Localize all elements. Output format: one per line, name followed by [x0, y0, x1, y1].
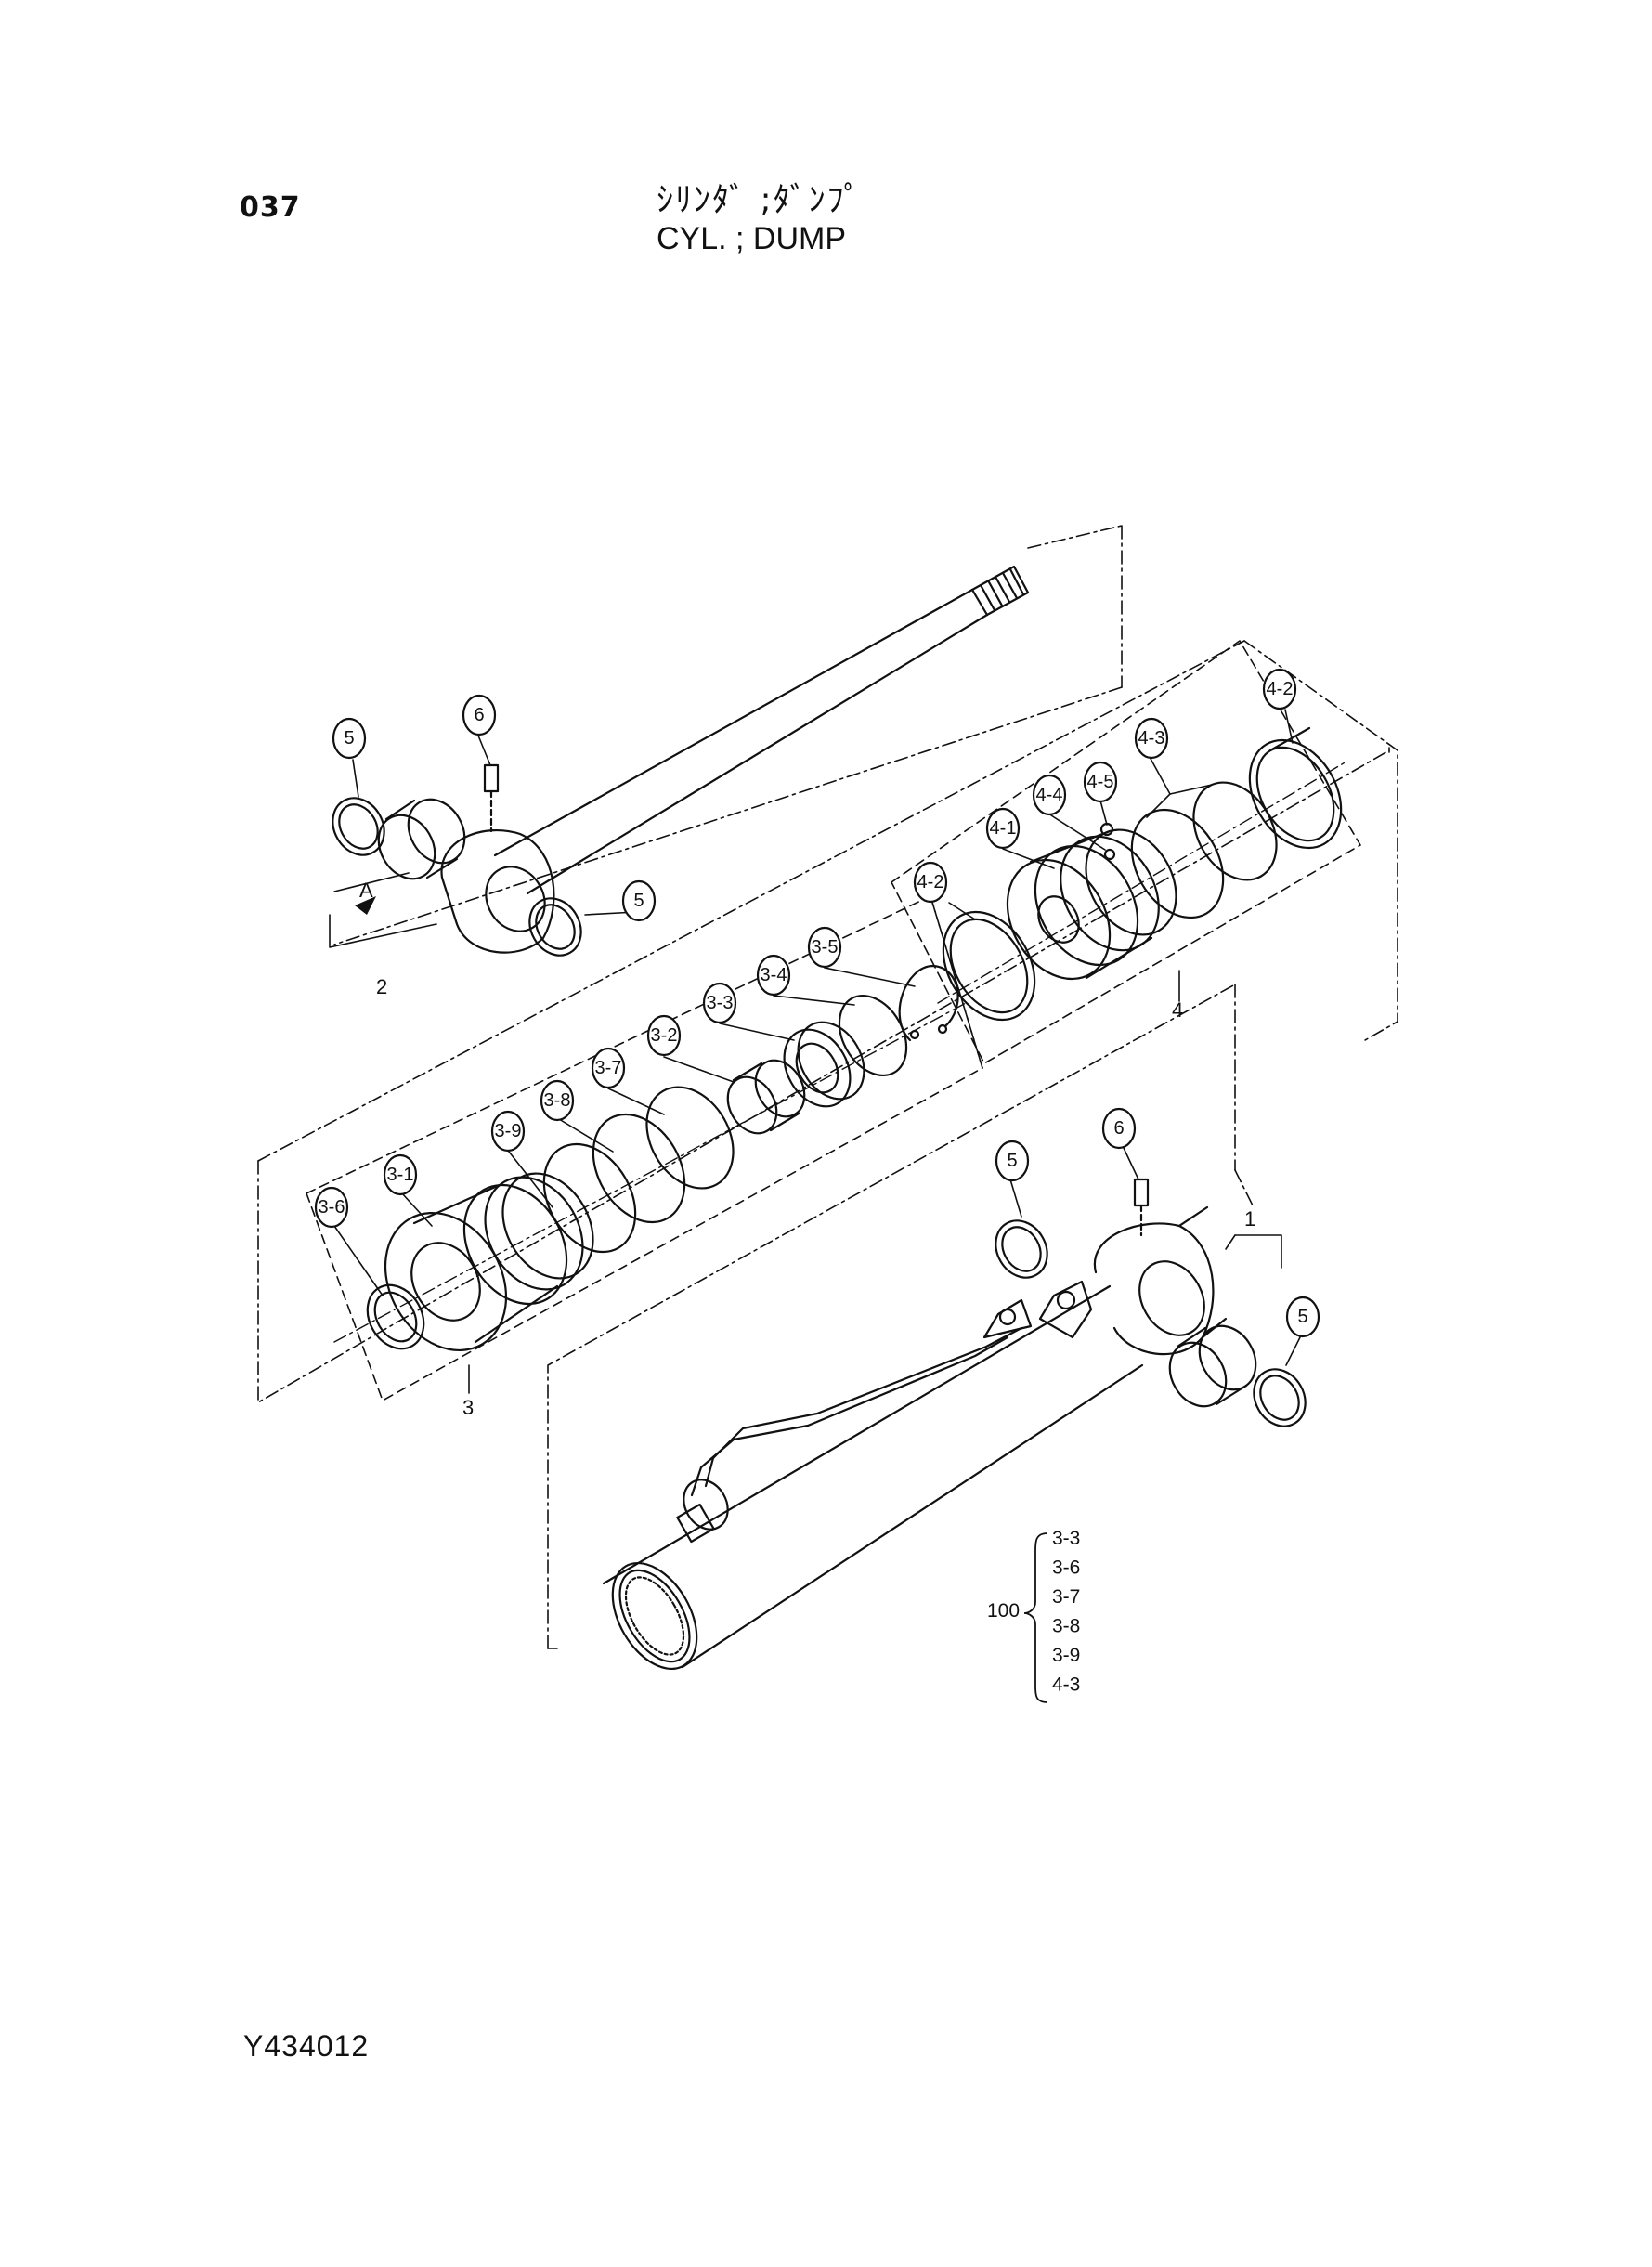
- piston-seal-4-3a: [1130, 808, 1225, 919]
- callout-label: 4-5: [1087, 772, 1114, 792]
- callout-label: 5: [1297, 1307, 1307, 1327]
- seal-kit-item: 3-7: [1052, 1586, 1080, 1608]
- seal-kit-brace: [1023, 1532, 1048, 1703]
- drawing-code: Y434012: [243, 2029, 370, 2063]
- callout-3-1: 3-1: [383, 1153, 418, 1196]
- callout-label: 4-1: [990, 818, 1017, 839]
- seal-kit-label: 100: [987, 1600, 1020, 1622]
- view-a-label: A: [359, 879, 373, 902]
- rod-centerline: [333, 525, 1123, 945]
- callout-label: 3-7: [595, 1058, 622, 1078]
- seal-kit-item: 4-3: [1052, 1674, 1080, 1696]
- callout-label: 4-4: [1036, 785, 1063, 805]
- page-number: 037: [240, 191, 301, 224]
- wear-ring-4-2-right: [1248, 726, 1343, 850]
- view-a-arrow: A: [355, 879, 376, 915]
- callout-label: 4-3: [1138, 728, 1165, 749]
- dust-seal-upper: [332, 797, 385, 856]
- callout-5: 5: [621, 879, 657, 922]
- rod-seal-3-3: [783, 1021, 865, 1108]
- callout-balloons: 5 6 5 3-6 3-1 3-9 3-8 3-7 3-2 3-3 3-4 3-5 4-2 4-1 4-4 4…: [314, 668, 1320, 1338]
- callout-label: 6: [1113, 1118, 1124, 1139]
- callout-label: 3-1: [387, 1165, 414, 1185]
- callout-6: 6: [462, 694, 497, 736]
- callout-4-2: 4-2: [1262, 668, 1297, 710]
- assy-label-3: 3: [462, 1396, 474, 1419]
- dust-seal-tube-right: [1253, 1368, 1307, 1427]
- callout-3-5: 3-5: [807, 926, 842, 969]
- o-ring-3-7: [645, 1086, 735, 1190]
- callout-4-5: 4-5: [1083, 761, 1118, 803]
- callout-label: 3-4: [761, 965, 787, 985]
- callout-label: 3-2: [651, 1025, 678, 1046]
- callout-5: 5: [332, 717, 367, 760]
- callout-label: 4-2: [1267, 679, 1294, 699]
- o-ring-3-9: [542, 1142, 637, 1254]
- callout-4-4: 4-4: [1032, 774, 1067, 816]
- tube-centerline: [547, 984, 1255, 1649]
- callout-label: 5: [344, 728, 354, 749]
- callout-label: 3-9: [495, 1121, 522, 1141]
- assy-label-1: 1: [1244, 1207, 1255, 1231]
- leader-lines: [329, 709, 1301, 1394]
- dust-seal-tube-left: [995, 1219, 1048, 1279]
- callout-label: 5: [1007, 1151, 1017, 1171]
- callout-5: 5: [1285, 1296, 1320, 1338]
- backup-ring-3-8: [592, 1113, 686, 1224]
- callout-label: 6: [474, 705, 484, 725]
- piston-seal-4-3b: [1192, 781, 1278, 881]
- piston-assy-box: [891, 640, 1361, 1064]
- seal-kit-item: 3-3: [1052, 1528, 1080, 1549]
- seal-kit-group: 100 3-3 3-6 3-7 3-8 3-9 4-3: [987, 1528, 1080, 1703]
- piston-rod: [440, 565, 1030, 954]
- callout-4-2: 4-2: [913, 861, 948, 904]
- backup-ring-3-4: [838, 994, 908, 1077]
- callout-5: 5: [995, 1140, 1030, 1182]
- title-japanese: ｼﾘﾝﾀﾞ ;ﾀﾞﾝﾌﾟ: [657, 181, 863, 219]
- seal-kit-item: 3-8: [1052, 1616, 1080, 1637]
- seal-kit-item: 3-9: [1052, 1645, 1080, 1666]
- callout-label: 3-3: [707, 993, 734, 1013]
- assy-label-2: 2: [376, 975, 387, 998]
- piston-outer-box: [1243, 640, 1398, 1041]
- seal-kit-item: 3-6: [1052, 1557, 1080, 1579]
- callout-3-2: 3-2: [646, 1014, 682, 1057]
- cylinder-tube: [602, 1178, 1228, 1671]
- callout-label: 4-2: [917, 872, 944, 892]
- callout-3-6: 3-6: [314, 1186, 349, 1229]
- wear-ring-4-2-left: [942, 910, 1036, 1022]
- callout-label: 3-5: [812, 937, 839, 958]
- rod-head-seal-3-6: [366, 1283, 425, 1350]
- piston-steel-ball-4-4: [1103, 848, 1116, 861]
- callout-3-3: 3-3: [702, 982, 737, 1024]
- callout-3-4: 3-4: [756, 954, 791, 997]
- bushing-3-2: [726, 1059, 806, 1135]
- callout-label: 5: [633, 891, 644, 911]
- callout-6: 6: [1101, 1107, 1137, 1150]
- piston-4-1: [1006, 828, 1177, 981]
- callout-3-9: 3-9: [490, 1110, 526, 1153]
- tube-eye-bushing: [1168, 1324, 1257, 1408]
- callout-3-7: 3-7: [591, 1047, 626, 1089]
- assy-label-4: 4: [1172, 998, 1183, 1022]
- callout-3-8: 3-8: [540, 1079, 575, 1122]
- head-piston-outer-box: [257, 640, 1390, 1403]
- callout-4-3: 4-3: [1134, 717, 1169, 760]
- callout-label: 3-8: [544, 1090, 571, 1111]
- title-english: CYL. ; DUMP: [657, 221, 847, 256]
- rod-eye-bushing: [377, 798, 466, 880]
- callout-label: 3-6: [319, 1197, 345, 1218]
- dust-seal-lower: [528, 897, 582, 957]
- callout-4-1: 4-1: [985, 807, 1021, 850]
